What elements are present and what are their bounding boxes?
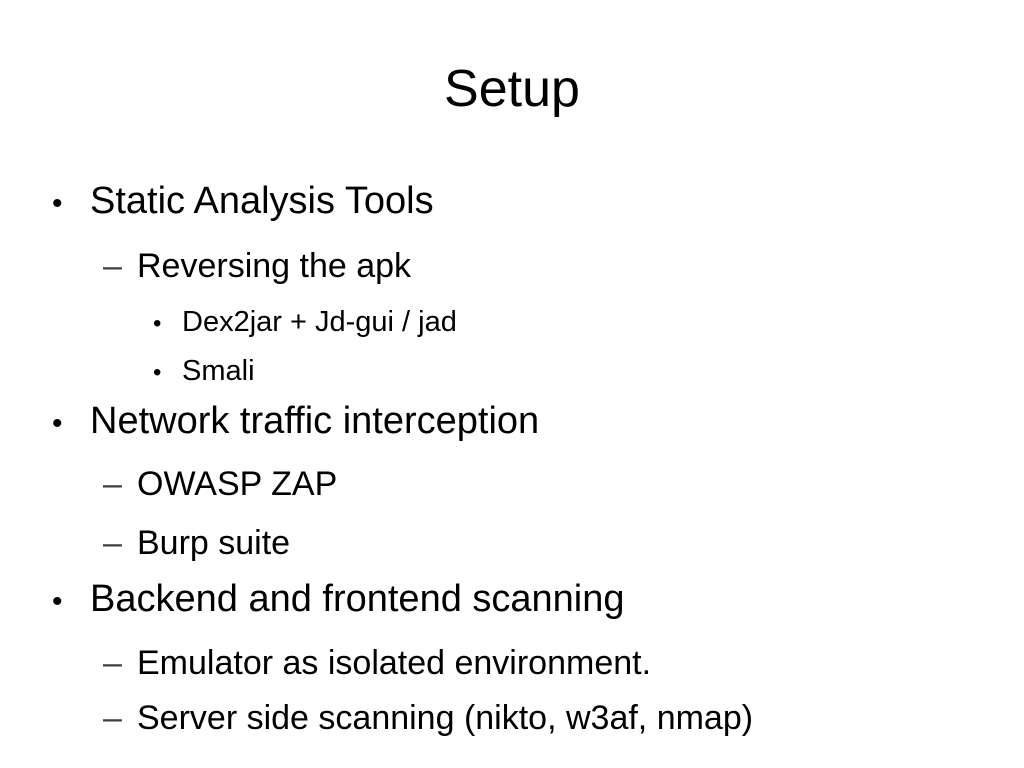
bullet-text: Smali — [182, 355, 255, 387]
list-item: – Emulator as isolated environment. — [103, 643, 651, 684]
list-item: • Dex2jar + Jd-gui / jad — [153, 305, 457, 340]
page-title: Setup — [444, 60, 580, 118]
bullet-text: Network traffic interception — [90, 400, 540, 442]
list-item: – Server side scanning (nikto, w3af, nma… — [103, 698, 753, 739]
list-item: • Smali — [153, 354, 255, 389]
bullet-text: OWASP ZAP — [137, 465, 338, 503]
bullet-icon: • — [52, 585, 63, 618]
bullet-text: Dex2jar + Jd-gui / jad — [182, 306, 457, 338]
dash-icon: – — [103, 524, 122, 562]
list-item: • Network traffic interception — [52, 399, 539, 445]
dash-icon: – — [103, 465, 122, 503]
bullet-text: Server side scanning (nikto, w3af, nmap) — [137, 699, 754, 737]
bullet-icon: • — [153, 310, 162, 337]
dash-icon: – — [103, 699, 122, 737]
bullet-icon: • — [153, 359, 162, 386]
list-item: – OWASP ZAP — [103, 464, 337, 505]
bullet-text: Backend and frontend scanning — [90, 578, 625, 620]
dash-icon: – — [103, 247, 122, 285]
bullet-icon: • — [52, 407, 63, 440]
bullet-text: Reversing the apk — [137, 247, 412, 285]
bullet-icon: • — [52, 187, 63, 220]
list-item: – Reversing the apk — [103, 246, 411, 287]
list-item: • Static Analysis Tools — [52, 179, 434, 225]
list-item: – Burp suite — [103, 523, 290, 564]
dash-icon: – — [103, 644, 122, 682]
list-item: • Backend and frontend scanning — [52, 577, 625, 623]
bullet-text: Emulator as isolated environment. — [137, 644, 652, 682]
bullet-text: Burp suite — [137, 524, 291, 562]
bullet-text: Static Analysis Tools — [90, 180, 434, 222]
